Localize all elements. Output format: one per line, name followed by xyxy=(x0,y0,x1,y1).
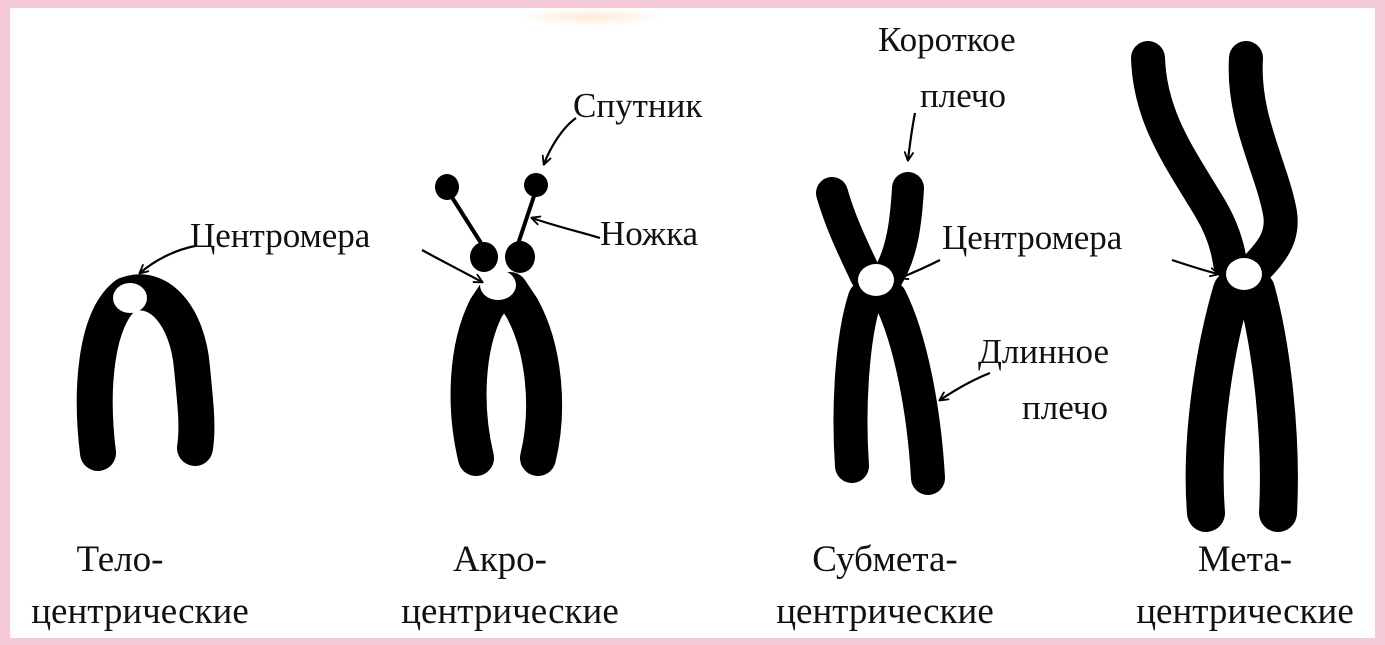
arrow-centromere-telo xyxy=(140,246,195,273)
submetacentric-chromosome xyxy=(832,188,928,478)
arrow-stalk xyxy=(532,218,600,238)
label-centromere-telo: Центромера xyxy=(190,218,370,254)
caption-line1: Мета- xyxy=(1115,534,1375,586)
centromere xyxy=(480,270,516,300)
label-centromere-sub: Центромера xyxy=(942,220,1122,256)
centromere xyxy=(1226,258,1262,290)
short-arm-right xyxy=(505,241,535,273)
arrow-short-arm xyxy=(908,113,915,160)
centromere xyxy=(858,264,894,296)
caption-line2: центрические xyxy=(755,586,1015,638)
satellite-left xyxy=(435,174,459,200)
satellite-right xyxy=(524,173,548,197)
stalk-right xyxy=(518,190,536,244)
short-arm-left xyxy=(470,242,498,272)
telocentric-chromosome xyxy=(95,283,197,453)
caption-line2: центрические xyxy=(380,586,640,638)
caption-acrocentric: Акро- центрические xyxy=(380,534,640,638)
label-short-arm-1: Короткое xyxy=(878,22,1016,58)
label-short-arm-2: плечо xyxy=(920,78,1006,114)
caption-line2: центрические xyxy=(1115,586,1375,638)
label-long-arm-1: Длинное xyxy=(978,334,1109,370)
caption-line2: центрические xyxy=(10,586,270,638)
stalk-left xyxy=(448,191,481,243)
caption-submetacentric: Субмета- центрические xyxy=(755,534,1015,638)
label-long-arm-2: плечо xyxy=(1022,390,1108,426)
arrow-long-arm xyxy=(940,373,990,400)
acrocentric-chromosome xyxy=(435,173,548,458)
metacentric-chromosome xyxy=(1148,58,1281,513)
centromere xyxy=(113,283,147,313)
label-satellite: Спутник xyxy=(573,88,702,124)
caption-telocentric: Тело- центрические xyxy=(10,534,270,638)
caption-metacentric: Мета- центрические xyxy=(1115,534,1375,638)
arrow-centromere-meta xyxy=(1172,260,1218,274)
diagram-canvas: Центромера Спутник Ножка Короткое плечо … xyxy=(10,8,1375,638)
label-stalk: Ножка xyxy=(600,216,698,252)
arrow-satellite xyxy=(544,118,576,164)
caption-line1: Тело- xyxy=(0,534,270,586)
caption-line1: Акро- xyxy=(360,534,640,586)
caption-line1: Субмета- xyxy=(755,534,1015,586)
